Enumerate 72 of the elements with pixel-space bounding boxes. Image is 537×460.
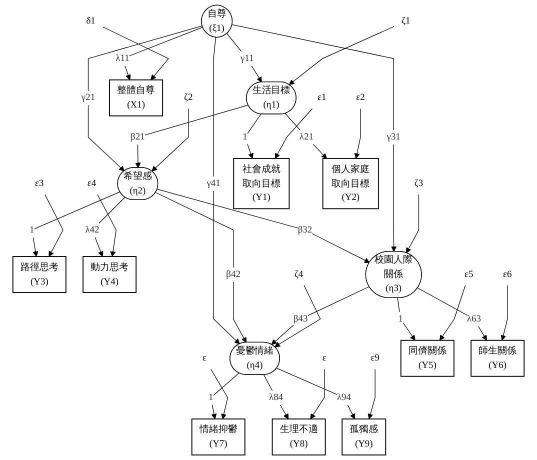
arrow <box>274 285 321 348</box>
edge-label: β43 <box>293 314 308 324</box>
node-box: 動力思考 (Y4) <box>82 256 137 293</box>
arrow <box>397 298 416 341</box>
arrow <box>354 108 361 159</box>
arrow <box>213 37 240 344</box>
arrow <box>276 368 356 420</box>
arrow <box>88 25 203 172</box>
arrow <box>226 33 262 82</box>
node-text: ε <box>322 353 326 364</box>
node-text: ζ3 <box>414 178 424 188</box>
node-text: ζ4 <box>294 269 304 280</box>
node-box: 個人家庭取向目標 (Y2) <box>322 158 379 210</box>
node-box: 孤獨感 (Y9) <box>342 418 386 456</box>
edge-label: λ94 <box>336 392 352 403</box>
edge-label: λ63 <box>466 314 481 324</box>
node-box: 整體自尊 (X1) <box>109 79 164 116</box>
edge-label: λ11 <box>116 53 130 64</box>
node-box: 情緒抑鬱 (Y7) <box>191 418 246 456</box>
arrow <box>152 108 189 172</box>
edge-label: λ84 <box>268 392 284 403</box>
node-text: ζ2 <box>184 92 193 103</box>
edge-label: γ21 <box>81 92 96 103</box>
arrow <box>274 108 312 159</box>
arrow <box>288 26 394 85</box>
arrow <box>271 286 370 345</box>
node-text: ε <box>202 353 206 364</box>
node-box: 社會成就取向目標 (Y1) <box>233 158 290 210</box>
node-text: ε3 <box>35 178 44 188</box>
arrow <box>122 26 204 80</box>
arrow <box>44 194 64 257</box>
node-box: 生理不適 (Y8) <box>272 418 326 456</box>
edge-label: β21 <box>130 132 145 142</box>
node-text: ε6 <box>503 269 512 280</box>
edge-label: λ42 <box>85 224 100 235</box>
node-text: ε2 <box>356 92 365 103</box>
arrow <box>32 192 120 257</box>
arrow <box>156 188 370 263</box>
arrow <box>500 285 508 341</box>
node-text: ε1 <box>318 92 326 103</box>
edge-label: γ31 <box>386 132 400 142</box>
edge-label: γ11 <box>240 53 254 64</box>
edge-label: 1 <box>242 132 248 142</box>
arrow <box>135 104 249 168</box>
arrow <box>310 368 325 420</box>
edge-label: β42 <box>226 269 240 280</box>
node-text: δ1 <box>86 16 96 26</box>
arrow <box>102 26 169 80</box>
arrow <box>97 194 116 257</box>
node-text: ε9 <box>370 353 380 364</box>
arrow <box>284 113 327 159</box>
arrow <box>210 368 228 420</box>
arrow <box>155 192 247 343</box>
node-text: ε5 <box>464 269 474 280</box>
arrow <box>406 194 420 254</box>
edge-label: 1 <box>398 314 403 324</box>
edge-label: γ41 <box>206 178 220 188</box>
arrow <box>417 288 488 341</box>
edge-label: 1 <box>30 224 34 235</box>
node-box: 師生關係 (Y6) <box>470 340 525 377</box>
node-text: ζ1 <box>402 16 410 26</box>
arrow <box>210 372 240 420</box>
node-text: ε4 <box>87 178 96 188</box>
edge-label: β32 <box>298 224 312 235</box>
arrow <box>244 114 262 159</box>
edge-label: λ21 <box>299 132 314 142</box>
arrow <box>263 374 289 420</box>
node-box: 路徑思考 (Y3) <box>12 256 66 293</box>
node-box: 同儕關係 (Y5) <box>400 340 454 377</box>
edge-label: 1 <box>208 392 214 403</box>
arrow <box>368 368 376 420</box>
arrow <box>439 285 466 341</box>
